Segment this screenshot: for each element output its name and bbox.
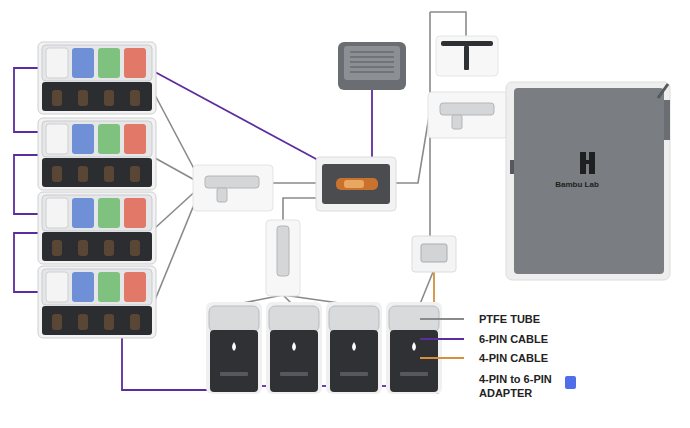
legend-swatch: [565, 376, 576, 389]
brand-text: Bambu Lab: [545, 180, 609, 189]
printer-logo: Bambu Lab: [542, 178, 612, 191]
legend-label: PTFE TUBE: [479, 312, 599, 326]
legend-label: 6-PIN CABLE: [479, 332, 599, 346]
legend-label: 4-PIN CABLE: [479, 351, 599, 365]
legend-label: 4-PIN to 6-PIN ADAPTER: [479, 372, 561, 400]
